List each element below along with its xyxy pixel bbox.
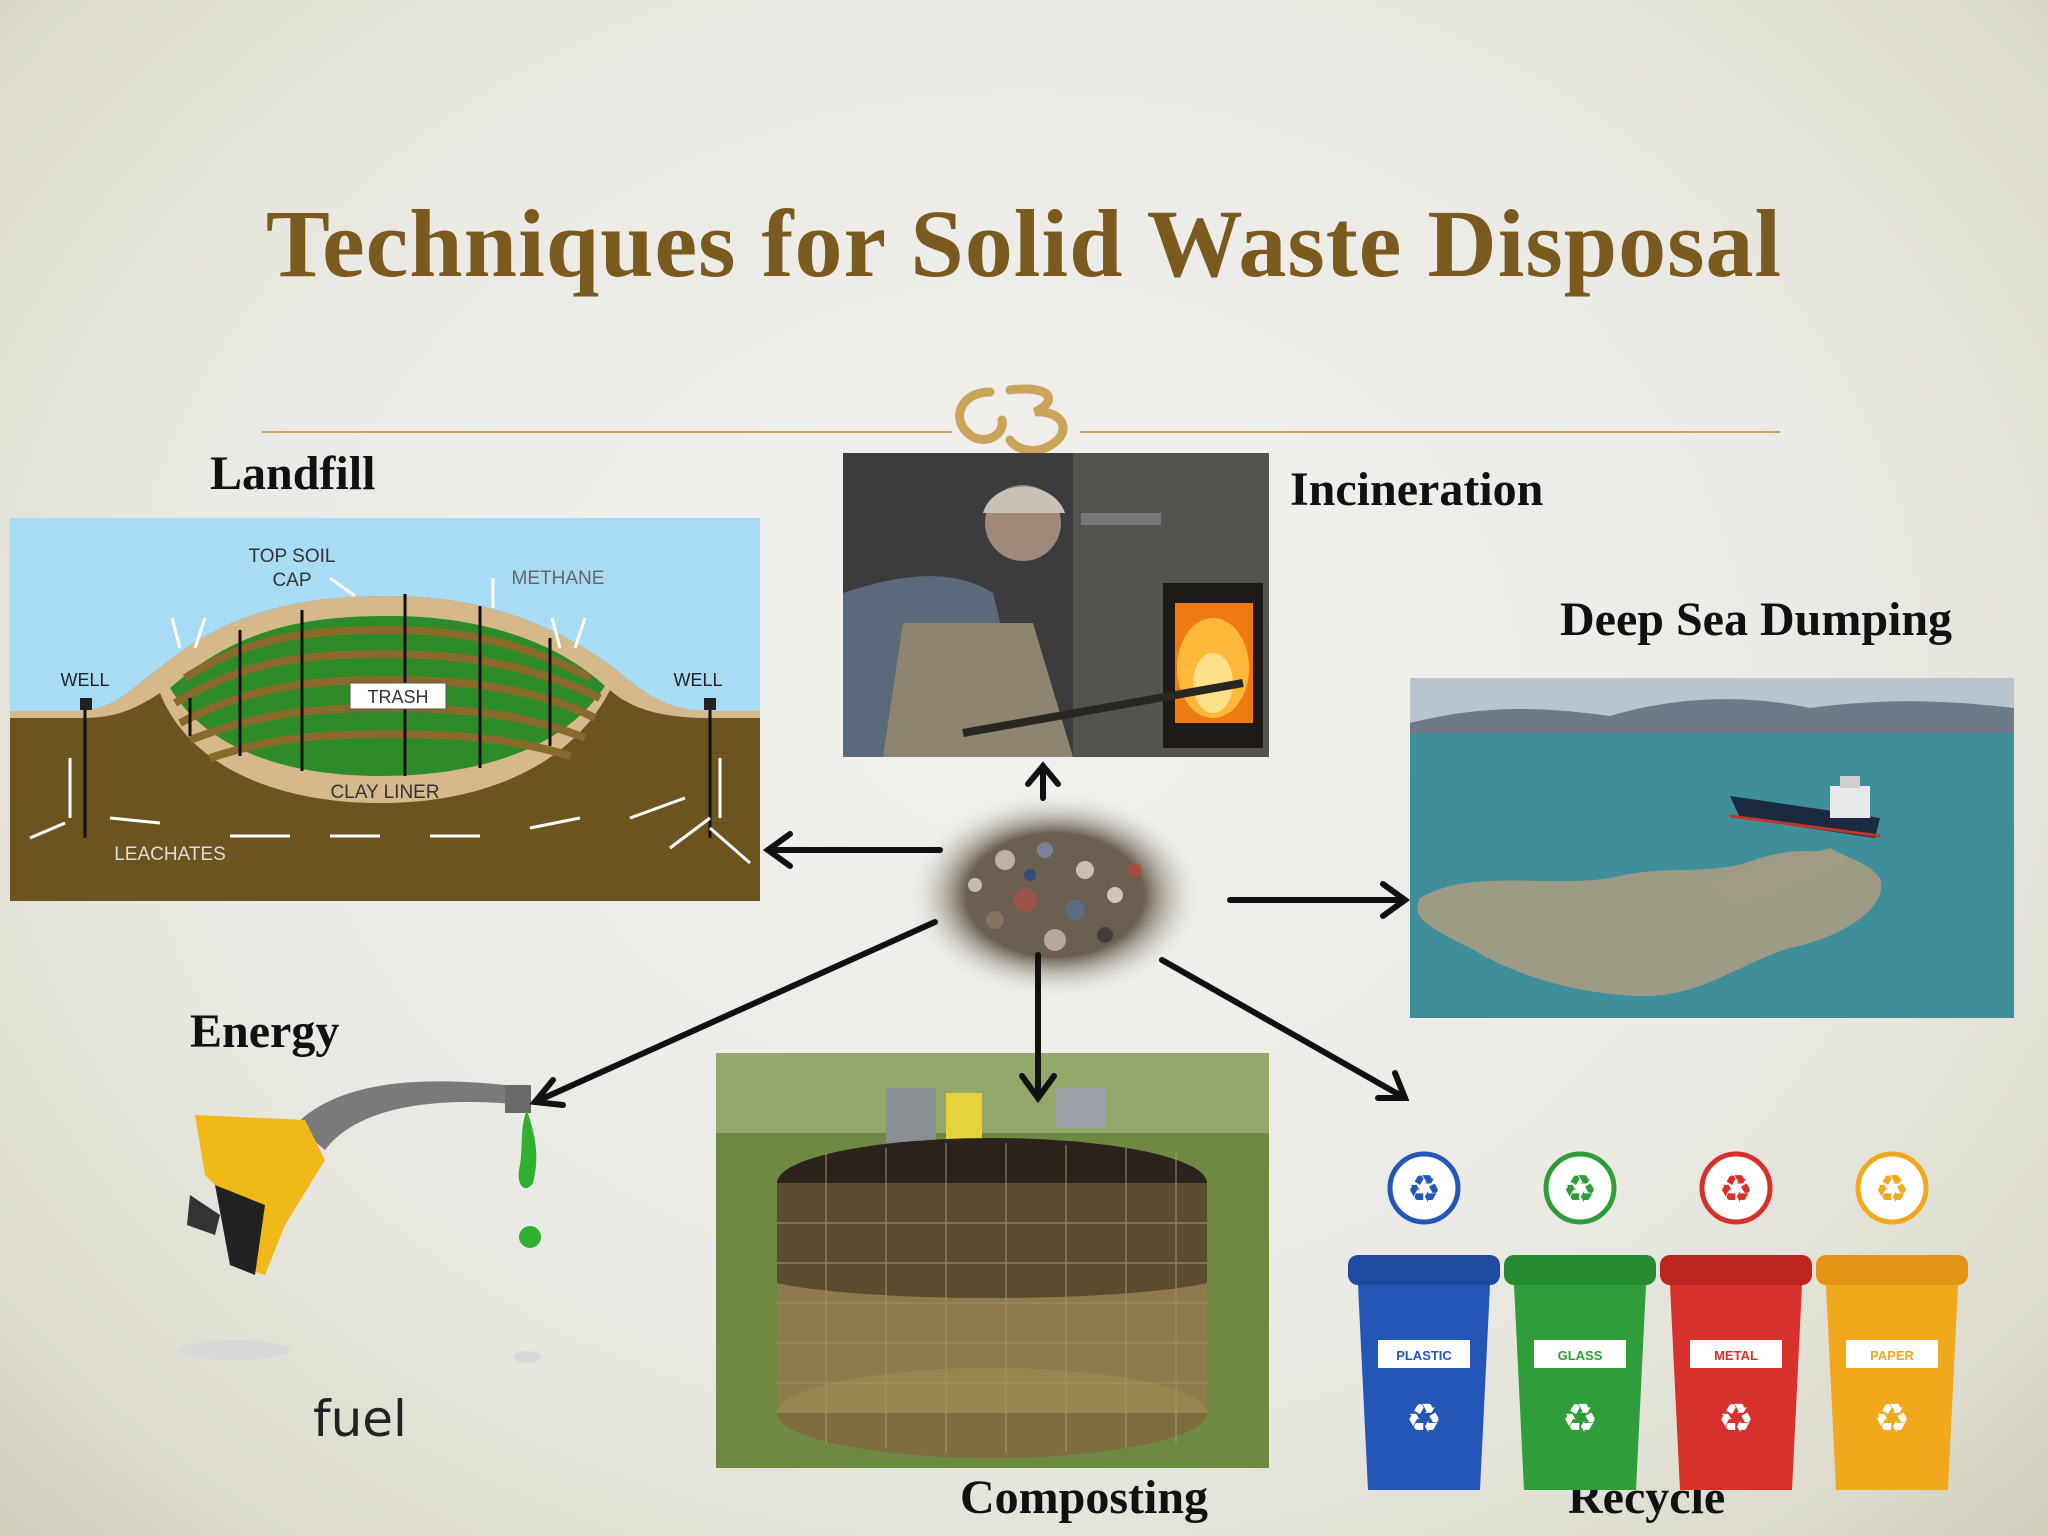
arrow-to-incineration xyxy=(1025,761,1061,801)
composting-photo xyxy=(716,1053,1269,1468)
bin-metal-label: METAL xyxy=(1714,1348,1758,1363)
deep-sea-dumping-photo xyxy=(1410,678,2014,1018)
svg-text:♻: ♻ xyxy=(1407,1167,1441,1211)
bin-plastic: PLASTIC ♻ xyxy=(1348,1255,1500,1490)
arrow-to-energy xyxy=(529,919,938,1108)
recycle-icon-paper: ♻ xyxy=(1855,1151,1929,1225)
svg-text:♻: ♻ xyxy=(1562,1396,1598,1442)
svg-text:♻: ♻ xyxy=(1718,1396,1754,1442)
recycle-icon-metal: ♻ xyxy=(1699,1151,1773,1225)
label-energy: Energy xyxy=(190,1005,340,1058)
label-composting: Composting xyxy=(960,1471,1209,1524)
landfill-top-soil-label: TOP SOIL xyxy=(249,546,336,567)
arrow-to-landfill xyxy=(762,831,943,869)
svg-text:♻: ♻ xyxy=(1719,1167,1753,1211)
recycle-bins-image: ♻ ♻ ♻ ♻ PLASTIC ♻ GLASS ♻ xyxy=(1340,1150,1970,1505)
arrow-to-composting xyxy=(1019,952,1057,1104)
title-divider-left xyxy=(262,431,952,433)
svg-text:♻: ♻ xyxy=(1875,1167,1909,1211)
recycle-icon-plastic: ♻ xyxy=(1387,1151,1461,1225)
label-landfill: Landfill xyxy=(210,447,376,500)
bin-paper-label: PAPER xyxy=(1870,1348,1914,1363)
fuel-nozzle-image xyxy=(175,1065,575,1385)
arrow-to-deep-sea xyxy=(1227,881,1411,919)
waste-pile-image xyxy=(905,790,1205,1000)
landfill-well-left-label: WELL xyxy=(60,670,109,690)
fuel-caption: fuel xyxy=(313,1390,407,1448)
label-incineration: Incineration xyxy=(1290,463,1544,516)
bin-metal: METAL ♻ xyxy=(1660,1255,1812,1490)
flourish-ornament xyxy=(950,380,1100,460)
landfill-diagram: TRASH TOP SOIL CAP METHANE WELL WELL CLA… xyxy=(10,518,760,901)
recycle-icon-glass: ♻ xyxy=(1543,1151,1617,1225)
landfill-well-right-label: WELL xyxy=(673,670,722,690)
arrow-to-recycle xyxy=(1159,957,1410,1101)
bin-glass-label: GLASS xyxy=(1558,1348,1603,1363)
incineration-photo xyxy=(843,453,1269,757)
slide-title: Techniques for Solid Waste Disposal xyxy=(265,190,1783,297)
svg-text:♻: ♻ xyxy=(1563,1167,1597,1211)
title-divider-right xyxy=(1080,431,1780,433)
landfill-leachates-label: LEACHATES xyxy=(114,844,226,865)
landfill-trash-label: TRASH xyxy=(367,687,428,707)
label-deep-sea-dumping: Deep Sea Dumping xyxy=(1560,593,1953,646)
bin-glass: GLASS ♻ xyxy=(1504,1255,1656,1490)
bin-paper: PAPER ♻ xyxy=(1816,1255,1968,1490)
bin-plastic-label: PLASTIC xyxy=(1396,1348,1452,1363)
landfill-clay-liner-label: CLAY LINER xyxy=(330,782,439,803)
svg-text:♻: ♻ xyxy=(1406,1396,1442,1442)
landfill-methane-label: METHANE xyxy=(512,568,605,589)
svg-text:♻: ♻ xyxy=(1874,1396,1910,1442)
landfill-cap-label: CAP xyxy=(272,570,311,591)
